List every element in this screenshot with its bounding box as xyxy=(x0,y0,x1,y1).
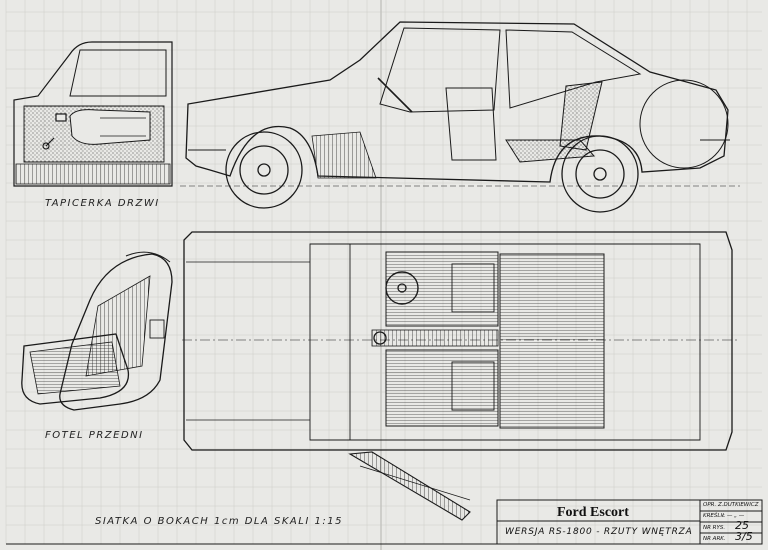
title-block-frame xyxy=(496,499,763,545)
drawn-by: KREŚLIŁ — „ — xyxy=(703,513,745,519)
door-trim-drawing xyxy=(13,41,173,187)
drawing-number: 25 xyxy=(735,519,749,532)
sheet-number-label: NR ARK. xyxy=(703,536,726,542)
drawing-number-label: NR RYS. xyxy=(703,525,726,531)
background-grid xyxy=(5,0,762,545)
drawing-title: Ford Escort xyxy=(557,505,629,520)
prepared-by: OPR. Z.DUTKIEWICZ xyxy=(703,502,759,508)
front-seat-label: FOTEL PRZEDNI xyxy=(45,430,144,441)
door-trim-label: TAPICERKA DRZWI xyxy=(45,198,160,209)
drawing-subtitle: WERSJA RS-1800 - RZUTY WNĘTRZA xyxy=(505,527,693,537)
car-top-view xyxy=(182,231,738,451)
front-seat-drawing xyxy=(21,251,173,411)
sheet-number: 3/5 xyxy=(735,530,753,543)
car-side-view xyxy=(180,21,740,213)
title-block: Ford Escort WERSJA RS-1800 - RZUTY WNĘTR… xyxy=(497,500,762,544)
jack-drawing xyxy=(348,451,471,521)
grid-scale-note: SIATKA O BOKACH 1cm DLA SKALI 1:15 xyxy=(95,516,343,527)
